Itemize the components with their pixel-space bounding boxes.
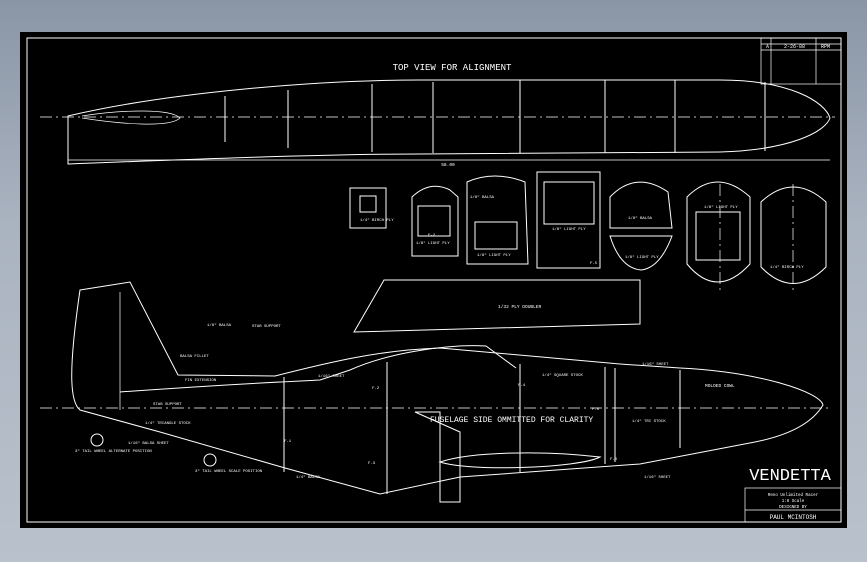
svg-text:1/8" LIGHT PLY: 1/8" LIGHT PLY: [704, 205, 738, 210]
blueprint-canvas: A 2-26-88 RPM TOP VIEW FOR ALIGNMENT 58.…: [26, 37, 842, 523]
svg-text:1/4" TRIANGLE STOCK: 1/4" TRIANGLE STOCK: [145, 421, 191, 426]
svg-text:1/8" BALSA: 1/8" BALSA: [628, 216, 653, 221]
svg-text:1/16" SHEET: 1/16" SHEET: [644, 475, 671, 480]
svg-text:STAB SUPPORT: STAB SUPPORT: [252, 325, 281, 329]
revision-block: A 2-26-88 RPM: [760, 37, 842, 85]
svg-text:F-2: F-2: [372, 387, 380, 391]
svg-text:FIN EXTENSION: FIN EXTENSION: [185, 379, 217, 383]
svg-text:1/8" LIGHT PLY: 1/8" LIGHT PLY: [625, 255, 659, 260]
title-block: VENDETTA Reno Unlimited Racer 1:8 Scale …: [744, 467, 842, 523]
former-f5: 1/8" LIGHT PLY F-5: [536, 171, 601, 269]
svg-text:BALSA FILLET: BALSA FILLET: [180, 355, 209, 359]
former-f2: 1/8" LIGHT PLY F-2: [411, 185, 459, 257]
svg-text:3" TAIL WHEEL ALTERNATE POSITI: 3" TAIL WHEEL ALTERNATE POSITION: [75, 449, 152, 454]
drawing-border: [26, 37, 842, 523]
svg-text:1/4" SQUARE STOCK: 1/4" SQUARE STOCK: [542, 373, 583, 378]
svg-text:1/4" BALSA: 1/4" BALSA: [296, 475, 321, 480]
svg-text:F-5: F-5: [590, 262, 598, 266]
length-dimension: 58.00: [441, 162, 455, 168]
top-view-title: TOP VIEW FOR ALIGNMENT: [393, 63, 512, 73]
designer-name: PAUL MCINTOSH: [770, 514, 817, 521]
svg-text:F-4: F-4: [518, 384, 526, 388]
former-f1: 1/4" BIRCH PLY: [349, 187, 394, 229]
svg-text:1/16" BALSA SHEET: 1/16" BALSA SHEET: [128, 441, 169, 446]
svg-text:F-6: F-6: [610, 458, 618, 462]
svg-text:MOLDED COWL: MOLDED COWL: [705, 383, 735, 389]
svg-text:F-3: F-3: [368, 462, 376, 466]
fuselage-side-note: FUSELAGE SIDE OMMITTED FOR CLARITY: [430, 416, 593, 425]
ply-doubler: 1/32 PLY DOUBLER: [353, 279, 641, 333]
drawing-title: VENDETTA: [749, 467, 831, 486]
svg-text:1/4" TRI STOCK: 1/4" TRI STOCK: [632, 419, 666, 424]
former-f7: 1/4" BIRCH PLY: [760, 184, 827, 290]
former-f4: 1/8" BALSA 1/8" LIGHT PLY: [609, 181, 673, 271]
title-line-2: 1:8 Scale: [782, 499, 805, 504]
drawing-sheet: A 2-26-88 RPM TOP VIEW FOR ALIGNMENT 58.…: [20, 32, 847, 528]
svg-text:1/16" SHEET: 1/16" SHEET: [318, 374, 345, 379]
svg-text:1/8" BALSA: 1/8" BALSA: [207, 323, 232, 328]
svg-text:1/16" SHEET: 1/16" SHEET: [642, 362, 669, 367]
rev-letter: A: [766, 44, 769, 50]
svg-text:F-1: F-1: [284, 440, 292, 444]
top-view-fuselage: 58.00: [40, 79, 835, 168]
svg-text:F-2: F-2: [428, 234, 436, 238]
rev-by: RPM: [821, 44, 830, 50]
svg-text:1/4" BIRCH PLY: 1/4" BIRCH PLY: [360, 218, 394, 223]
title-line-1: Reno Unlimited Racer: [768, 493, 819, 498]
svg-text:1/8" BALSA: 1/8" BALSA: [470, 195, 495, 200]
svg-text:1/8" LIGHT PLY: 1/8" LIGHT PLY: [416, 241, 450, 246]
svg-text:1/8" LIGHT PLY: 1/8" LIGHT PLY: [552, 227, 586, 232]
svg-text:1/8" LIGHT PLY: 1/8" LIGHT PLY: [477, 253, 511, 258]
svg-text:3" TAIL WHEEL SCALE POSITION: 3" TAIL WHEEL SCALE POSITION: [195, 469, 263, 474]
svg-text:STAB SUPPORT: STAB SUPPORT: [153, 403, 182, 407]
svg-text:1/32 PLY DOUBLER: 1/32 PLY DOUBLER: [498, 304, 542, 310]
former-f3: 1/8" BALSA 1/8" LIGHT PLY: [466, 175, 529, 265]
svg-text:1/4" BIRCH PLY: 1/4" BIRCH PLY: [770, 265, 804, 270]
designed-by-label: DESIGNED BY: [779, 506, 807, 510]
svg-text:F-5: F-5: [592, 408, 600, 412]
former-f6: 1/8" LIGHT PLY: [686, 181, 751, 290]
side-view-fuselage: [40, 281, 830, 503]
rev-date: 2-26-88: [784, 44, 805, 50]
